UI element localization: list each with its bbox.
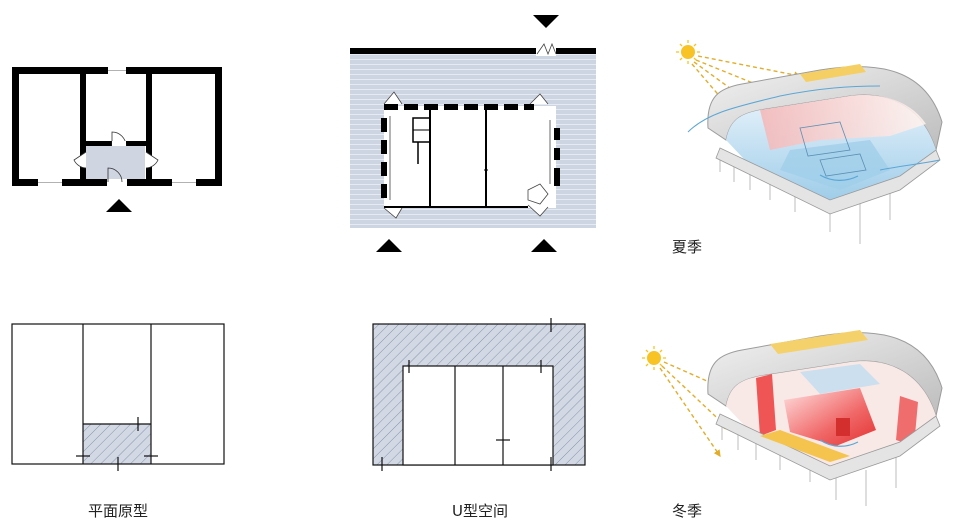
floor-deck — [715, 413, 941, 481]
outer-wall-right — [215, 67, 222, 186]
u-space-caption: U型空间 — [452, 502, 508, 520]
winter-caption: 冬季 — [672, 502, 703, 520]
outer-wall-left — [12, 67, 19, 186]
stove-block — [836, 418, 850, 436]
entrance-arrow-icon — [376, 239, 402, 252]
corner-door-right — [529, 93, 549, 105]
entry-door-swing — [107, 167, 123, 183]
winter-axonometric — [642, 330, 943, 506]
interior-wall-left — [381, 118, 387, 198]
entrance-arrow-icon — [106, 199, 132, 212]
prototype-hatch-core — [83, 424, 151, 464]
interior-wall-right — [554, 128, 560, 186]
airflow-line — [687, 85, 881, 133]
door-ticks — [381, 318, 552, 471]
cool-upper-zone — [800, 364, 880, 394]
skylight-strip — [770, 330, 868, 354]
furniture-lines — [799, 121, 867, 177]
cool-floor-zone — [780, 140, 890, 190]
summer-caption: 夏季 — [672, 238, 703, 256]
corner-door-left — [383, 91, 403, 105]
summer-axonometric — [676, 40, 943, 244]
warm-floor-strip — [760, 430, 850, 462]
heated-core — [784, 388, 876, 446]
u-space-diagram — [372, 318, 586, 471]
skylight-strip — [800, 64, 866, 82]
hall-door-left — [73, 151, 87, 169]
partition-wall-right — [146, 67, 152, 186]
renovated-floor-plan — [350, 15, 596, 252]
sun-icon — [642, 346, 666, 370]
entrance-arrow-icon — [533, 15, 559, 28]
interior-wall-top — [384, 104, 534, 110]
back-wall — [350, 48, 596, 54]
original-floor-plan — [12, 67, 222, 212]
sun-icon — [676, 40, 700, 64]
warm-roof-zone — [760, 95, 926, 150]
entry-hall-fill — [85, 146, 145, 180]
back-door-icon — [536, 42, 557, 56]
entrance-arrow-icon — [531, 239, 557, 252]
partition-wall-left — [80, 67, 86, 186]
hall-door-right — [145, 151, 159, 169]
plan-prototype-diagram — [11, 323, 225, 471]
airflow-line-2 — [879, 159, 941, 171]
warm-wall-left — [756, 374, 776, 436]
u-inner-rooms — [402, 365, 554, 466]
entry-door-bottom-left — [383, 207, 403, 219]
plan-prototype-caption: 平面原型 — [88, 502, 149, 520]
door-ticks — [76, 417, 158, 471]
entry-door-bottom-right — [527, 183, 549, 205]
